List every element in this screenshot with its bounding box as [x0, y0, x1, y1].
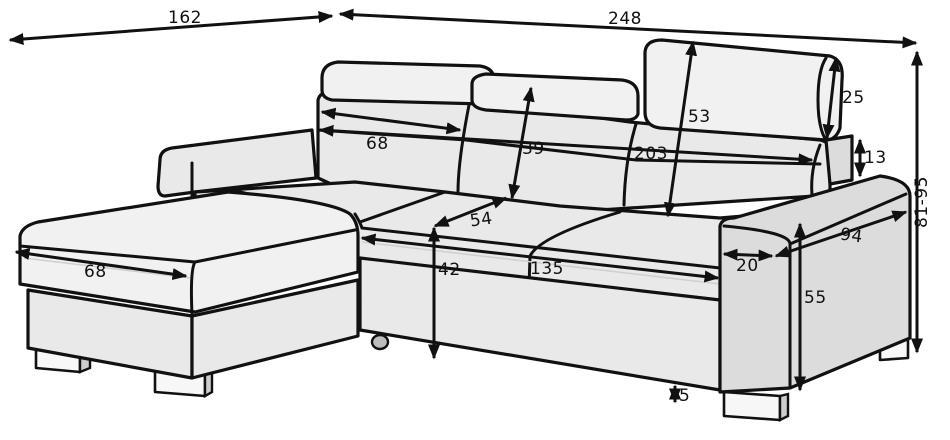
- label-seat-depth: 54: [468, 208, 494, 232]
- label-headrest-height: 25: [842, 88, 865, 108]
- label-chaise-total-width: 162: [168, 8, 202, 28]
- dimension-lines: [8, 8, 923, 404]
- label-armrest-depth: 94: [838, 224, 864, 248]
- label-chaise-width: 68: [84, 262, 107, 282]
- label-seat-width: 135: [530, 259, 564, 279]
- label-headrest-lift: 13: [864, 148, 887, 168]
- label-backrest-height: 53: [688, 107, 711, 127]
- label-sofa-total-width: 248: [608, 9, 642, 29]
- label-chaise-back-width: 68: [366, 134, 389, 154]
- label-seat-height: 42: [438, 260, 461, 280]
- label-leg-clearance: 5: [679, 386, 691, 406]
- label-armrest-width: 20: [736, 256, 759, 276]
- label-armrest-height: 55: [804, 288, 827, 308]
- left-back-armrest: [156, 128, 318, 198]
- chaise-longue: [18, 190, 360, 380]
- label-back-inner-width: 203: [634, 144, 668, 164]
- label-back-cushion-height: 39: [522, 139, 545, 159]
- label-total-height: 81-95: [912, 176, 932, 228]
